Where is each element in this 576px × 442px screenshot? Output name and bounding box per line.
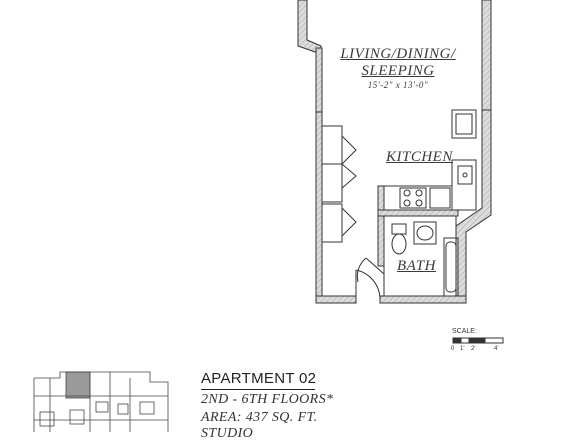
living-room-label: LIVING/DINING/ SLEEPING 15'-2" x 13'-0" bbox=[335, 46, 461, 90]
living-label-line1: LIVING/DINING/ bbox=[340, 46, 456, 62]
floor-plan bbox=[33, 0, 504, 432]
apartment-title: APARTMENT 02 bbox=[201, 370, 317, 387]
floors-text: 2ND - 6TH FLOORS* bbox=[201, 392, 334, 407]
bath-fixtures bbox=[383, 215, 459, 297]
scale-tick-2: 2' bbox=[471, 346, 476, 352]
entry-door bbox=[355, 257, 385, 300]
unit-type-text: STUDIO bbox=[201, 426, 254, 441]
key-plan bbox=[33, 371, 169, 432]
scale-bar bbox=[452, 337, 504, 344]
living-dimensions: 15'-2" x 13'-0" bbox=[367, 80, 429, 90]
area-text: AREA: 437 SQ. FT. bbox=[201, 410, 318, 425]
scale-label: SCALE: bbox=[452, 328, 477, 335]
scale-tick-0: 0 bbox=[451, 346, 455, 352]
kitchen-fixtures bbox=[383, 109, 477, 211]
kitchen-label: KITCHEN bbox=[386, 149, 453, 165]
closet-doors bbox=[321, 125, 357, 243]
title-underline bbox=[201, 389, 315, 390]
bath-label: BATH bbox=[397, 258, 436, 274]
living-label-line2: SLEEPING bbox=[361, 63, 435, 79]
scale-tick-4: 4' bbox=[494, 346, 499, 352]
scale-tick-1: 1' bbox=[460, 346, 465, 352]
